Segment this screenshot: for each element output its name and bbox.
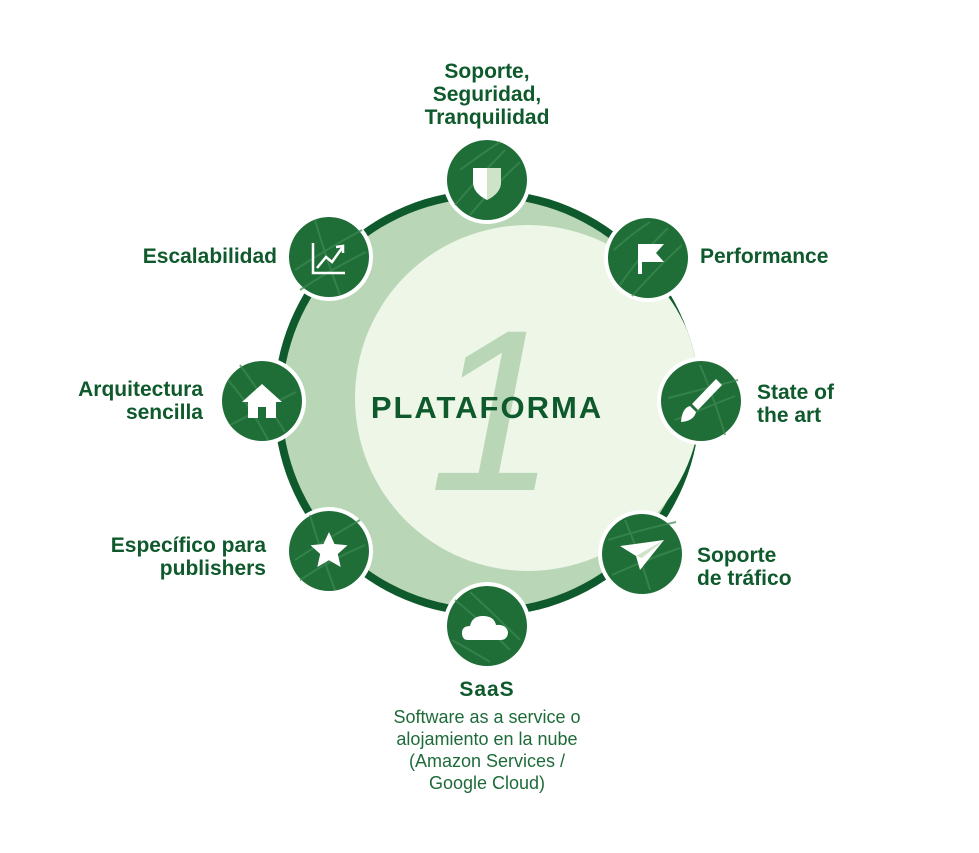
label-escalabilidad: Escalabilidad bbox=[142, 245, 277, 268]
brush-icon bbox=[681, 379, 722, 422]
house-icon bbox=[242, 384, 282, 418]
node-soporte bbox=[443, 136, 531, 224]
label-state: State of the art bbox=[757, 381, 835, 427]
node-escalabilidad bbox=[285, 213, 373, 301]
label-performance: Performance bbox=[700, 245, 829, 268]
chart-up-icon bbox=[311, 243, 345, 275]
node-trafico bbox=[598, 510, 686, 598]
cloud-icon bbox=[462, 616, 508, 640]
node-arquitectura bbox=[218, 357, 306, 445]
star-icon bbox=[310, 532, 348, 567]
label-especifico: Específico para publishers bbox=[110, 534, 266, 580]
label-trafico: Soporte de tráfico bbox=[697, 544, 792, 590]
label-saas: SaaS bbox=[459, 678, 515, 701]
center-title: PLATAFORMA bbox=[371, 390, 603, 425]
paper-plane-icon bbox=[620, 540, 664, 570]
saas-description: Software as a service o alojamiento en l… bbox=[393, 707, 581, 793]
node-saas bbox=[443, 582, 531, 670]
flag-icon bbox=[638, 244, 664, 274]
node-performance bbox=[604, 214, 692, 302]
label-arquitectura: Arquitectura sencilla bbox=[78, 378, 203, 424]
node-especifico bbox=[285, 507, 373, 595]
node-state bbox=[657, 357, 745, 445]
label-soporte: Soporte, Seguridad, Tranquilidad bbox=[424, 60, 550, 129]
center-number: 1 bbox=[429, 282, 557, 539]
inner-disc bbox=[355, 225, 700, 571]
shield-icon bbox=[473, 168, 501, 200]
